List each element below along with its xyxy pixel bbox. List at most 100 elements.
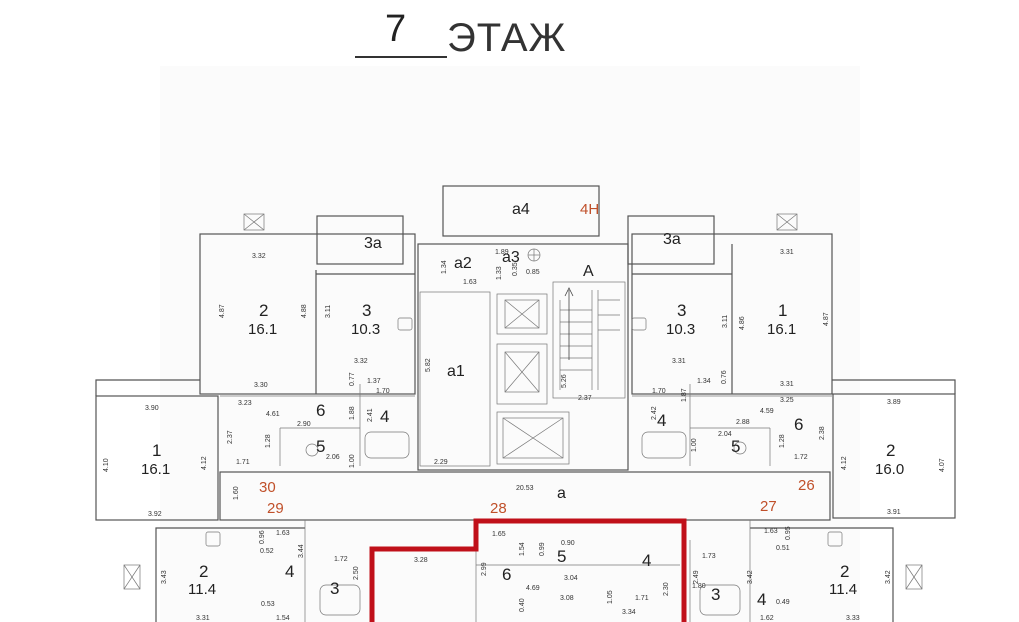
dimension-label: 0.40 [519, 598, 526, 612]
room-area: 16.0 [875, 461, 904, 478]
dimension-label: 2.37 [578, 395, 592, 402]
label-corridor-a: а [557, 485, 566, 502]
dimension-label: 0.53 [261, 601, 275, 608]
dimension-label: 4.12 [201, 456, 208, 470]
apartment-number-26: 26 [798, 477, 815, 494]
room-number: 3 [330, 579, 339, 598]
floor-number: 7 [385, 8, 407, 50]
dimension-label: 3.32 [354, 358, 368, 365]
dimension-label: 1.88 [349, 406, 356, 420]
label-a1: а1 [447, 363, 465, 380]
walls [95, 185, 956, 622]
dimension-label: 2.38 [819, 426, 826, 440]
dimension-label: 0.95 [785, 526, 792, 540]
dimension-label: 3.31 [196, 615, 210, 622]
floor-title: 7 ЭТАЖ [355, 8, 615, 60]
dimension-label: 1.37 [367, 378, 381, 385]
room-number: 1 [152, 441, 161, 460]
dimension-label: 2.88 [736, 419, 750, 426]
room-a1-outline [419, 291, 491, 467]
dimension-label: 3.90 [145, 405, 159, 412]
dimension-label: 5.82 [425, 358, 432, 372]
stair-arrow-icon [564, 287, 574, 360]
balcony-a4 [442, 185, 600, 237]
dimension-label: 0.76 [721, 370, 728, 384]
dimension-label: 4.12 [841, 456, 848, 470]
dimension-label: 2.37 [227, 430, 234, 444]
room-number: 2 [199, 562, 208, 581]
floor-word: ЭТАЖ [447, 16, 567, 60]
dimension-label: 3.44 [298, 544, 305, 558]
balcony-3a-left [316, 215, 404, 265]
dimension-label: 3.23 [238, 400, 252, 407]
dimension-label: 1.73 [702, 553, 716, 560]
dimension-label: 1.60 [233, 486, 240, 500]
room-number: 2 [840, 562, 849, 581]
dimension-label: 1.00 [691, 438, 698, 452]
dimension-label: 0.85 [526, 269, 540, 276]
room-area: 11.4 [829, 581, 857, 598]
room-number: 5 [557, 547, 566, 566]
dimension-label: 1.72 [334, 556, 348, 563]
dimension-label: 1.87 [681, 388, 688, 402]
dimension-label: 3.11 [325, 305, 332, 318]
dimension-label: 4.87 [823, 312, 830, 326]
dimension-label: 2.49 [693, 570, 700, 584]
label-3a-right: 3а [663, 231, 681, 248]
dimension-label: 3.31 [780, 381, 794, 388]
dimension-label: 2.06 [326, 454, 340, 461]
room-number: 3 [362, 301, 371, 320]
room-area: 10.3 [351, 321, 380, 338]
apartment-number-30: 30 [259, 479, 276, 496]
dimension-label: 4.69 [526, 585, 540, 592]
dimension-label: 3.08 [560, 595, 574, 602]
left-block [199, 233, 416, 395]
dimension-label: 1.62 [760, 615, 774, 622]
room-number: 5 [731, 437, 740, 456]
room-number: 6 [316, 401, 325, 420]
room-area: 16.1 [141, 461, 170, 478]
dimension-label: 3.28 [414, 557, 428, 564]
room-number: 2 [259, 301, 268, 320]
dimension-label: 2.50 [353, 566, 360, 580]
dimension-label: 3.33 [846, 615, 860, 622]
dimension-label: 2.90 [297, 421, 311, 428]
dimension-label: 1.70 [652, 388, 666, 395]
dimension-label: 2.04 [718, 431, 732, 438]
room-number: 6 [502, 565, 511, 584]
dimension-label: 1.54 [519, 542, 526, 556]
dimension-label: 1.65 [492, 531, 506, 538]
dimension-label: 3.31 [780, 249, 794, 256]
dimension-label: 3.89 [887, 399, 901, 406]
dimension-label: 1.34 [441, 260, 448, 274]
dimension-label: 3.32 [252, 253, 266, 260]
dimension-label: 1.28 [779, 434, 786, 448]
dimension-label: 2.42 [651, 406, 658, 420]
room-number: 3 [711, 585, 720, 604]
room-area: 10.3 [666, 321, 695, 338]
left-wing [95, 395, 219, 521]
dimension-label: 3.25 [780, 397, 794, 404]
room-number: 1 [778, 301, 787, 320]
dimension-label: 0.35 [512, 262, 519, 276]
dimension-label: 3.34 [622, 609, 636, 616]
dimension-label: 1.00 [349, 454, 356, 468]
room-number: 4 [757, 590, 766, 609]
dimension-label: 0.51 [776, 545, 790, 552]
dimension-label: 0.99 [539, 542, 546, 556]
dimension-label: 3.42 [885, 570, 892, 584]
label-4n: 4Н [580, 201, 599, 218]
dimension-label: 4.61 [266, 411, 280, 418]
dimension-label: 4.88 [301, 304, 308, 318]
dimension-label: 1.63 [463, 279, 477, 286]
room-area: 16.1 [767, 321, 796, 338]
room-area: 16.1 [248, 321, 277, 338]
apartment-number-29: 29 [267, 500, 284, 517]
dimensions: 3.32 4.87 4.88 3.30 3.11 3.32 1.89 1.34 … [103, 249, 946, 622]
room-number: 3 [677, 301, 686, 320]
room-number: 4 [285, 562, 294, 581]
dimension-label: 3.30 [254, 382, 268, 389]
dimension-label: 2.29 [434, 459, 448, 466]
highlight-outline [369, 518, 687, 622]
